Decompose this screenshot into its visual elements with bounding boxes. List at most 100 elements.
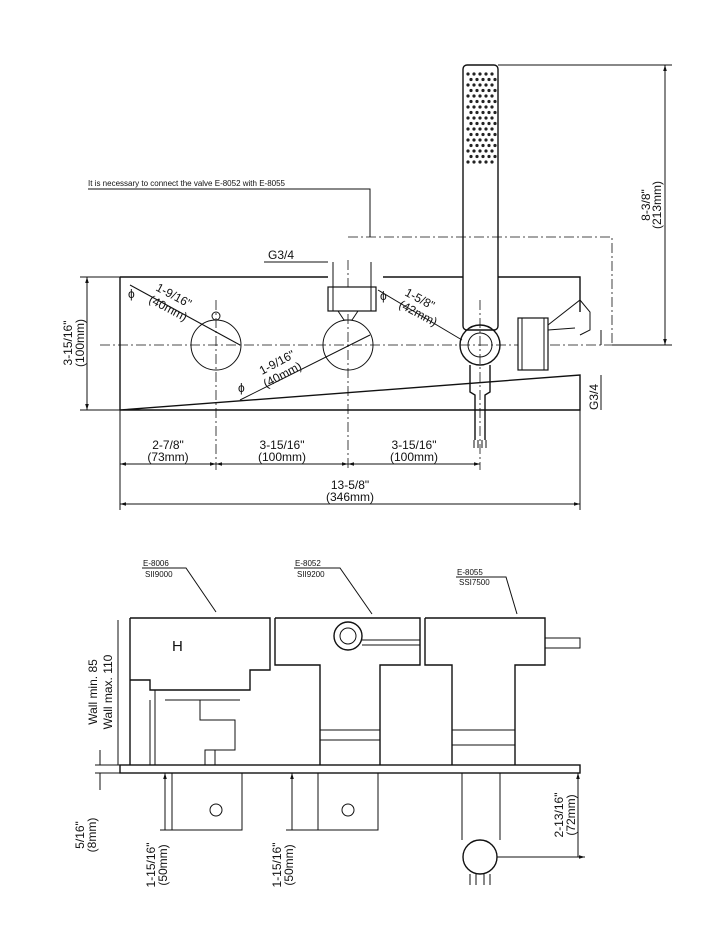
nozzle-dot [490, 138, 494, 142]
depth-1-line [160, 773, 172, 831]
nozzle-dot [475, 132, 479, 137]
nozzle-dot [478, 83, 482, 87]
part-code-1: E-8006 [143, 559, 169, 568]
nozzle-dot [469, 77, 473, 82]
hose-outlet [469, 365, 491, 440]
nozzle-dot [481, 143, 485, 148]
wall-min-label: Wall min. 85 [86, 659, 100, 725]
thermostat-body [129, 617, 271, 765]
nozzle-dot [484, 83, 488, 87]
nozzle-dot [469, 110, 473, 115]
diverter-knob-side [317, 773, 379, 831]
nozzle-dot [472, 160, 476, 164]
bottom-view: E-8006 SII9000 E-8052 SII9200 E-8055 SSI… [73, 559, 585, 887]
dia-mid-leader [239, 334, 371, 401]
nozzle-dot [475, 154, 479, 159]
nozzle-dot [469, 99, 473, 104]
depth-2-metric: (50mm) [282, 844, 296, 885]
depth-2-line [286, 773, 318, 831]
panel-height-metric: (100mm) [73, 319, 87, 367]
g34-right-label: G3/4 [587, 384, 601, 410]
part-ref-1: SII9000 [145, 570, 173, 579]
nozzle-dot [484, 105, 488, 109]
nozzle-dot [478, 72, 482, 76]
note-leader [88, 188, 371, 237]
axis-lines [215, 260, 481, 470]
nozzle-dot [487, 88, 491, 93]
ext-lines-bottom [119, 410, 581, 510]
g34-leader [264, 261, 372, 287]
connection-pipe [362, 639, 420, 646]
nozzle-dot [481, 154, 485, 159]
nozzle-dot [472, 149, 476, 153]
nozzle-dot [466, 149, 470, 153]
shower-holder [459, 324, 501, 366]
plate-imperial: 5/16" [73, 821, 87, 849]
nozzle-dot [475, 99, 479, 104]
nozzle-dot [487, 121, 491, 126]
nozzle-dot [484, 160, 488, 164]
shower-height-imperial: 8-3/8" [639, 189, 653, 221]
shower-outline [348, 236, 613, 345]
depth-1-imperial: 1-15/16" [144, 843, 158, 888]
nozzle-dot [472, 105, 476, 109]
trim-plate [119, 276, 581, 411]
spacing-1-imperial: 2-7/8" [152, 438, 184, 452]
top-view: It is necessary to connect the valve E-8… [61, 64, 672, 510]
spacing-3-imperial: 3-15/16" [392, 438, 437, 452]
knob-indicator [211, 311, 221, 321]
nozzle-dot [466, 94, 470, 98]
nozzle-dot [466, 127, 470, 131]
dia-symbol: ϕ [128, 287, 135, 301]
nozzle-dot [481, 110, 485, 115]
hot-marker: H [172, 638, 183, 655]
nozzle-dot [481, 121, 485, 126]
nozzle-dot [466, 160, 470, 164]
panel-height-imperial: 3-15/16" [61, 321, 75, 366]
nozzle-dot [490, 116, 494, 120]
nozzle-dot [469, 154, 473, 159]
part-leader-1 [142, 567, 217, 613]
holder-stem [461, 773, 501, 840]
nozzle-dot [490, 149, 494, 153]
nozzle-dot [472, 127, 476, 131]
dia-symbol-3: ϕ [380, 289, 387, 303]
holder-inner [467, 332, 493, 358]
ext-lines-right [498, 64, 672, 346]
nozzle-dot [475, 88, 479, 93]
nozzle-dot [490, 127, 494, 131]
part-leader-2 [294, 567, 373, 615]
finish-plate [119, 764, 581, 774]
nozzle-dot [481, 77, 485, 82]
spacing-3-metric: (100mm) [390, 450, 438, 464]
nozzle-dot [487, 110, 491, 115]
nozzle-dot [493, 88, 497, 93]
nozzle-dot [475, 77, 479, 82]
total-width-metric: (346mm) [326, 490, 374, 504]
nozzle-dot [481, 88, 485, 93]
nozzle-dot [484, 127, 488, 131]
nozzle-dot [490, 83, 494, 87]
nozzle-dot [478, 149, 482, 153]
nozzle-dot [490, 160, 494, 164]
knob-screw-2 [341, 803, 355, 817]
g34-top-label: G3/4 [268, 248, 294, 262]
shower-outlet-body [424, 617, 546, 765]
nozzle-dot [466, 72, 470, 76]
nozzle-dot [493, 77, 497, 82]
nozzle-dot [490, 94, 494, 98]
spacing-2-metric: (100mm) [258, 450, 306, 464]
part-ref-2: SII9200 [297, 570, 325, 579]
part-code-3: E-8055 [457, 568, 483, 577]
thermostat-cartridge [149, 690, 240, 765]
thermostat-knob-side [171, 773, 243, 831]
nozzle-dot [487, 77, 491, 82]
nozzle-dot [493, 110, 497, 115]
nozzle-dot [490, 105, 494, 109]
part-ref-3: SSI7500 [459, 578, 490, 587]
nozzle-dot [472, 94, 476, 98]
nozzle-dot [484, 116, 488, 120]
nozzle-dot [493, 132, 497, 137]
dia-right-leader [377, 289, 463, 341]
